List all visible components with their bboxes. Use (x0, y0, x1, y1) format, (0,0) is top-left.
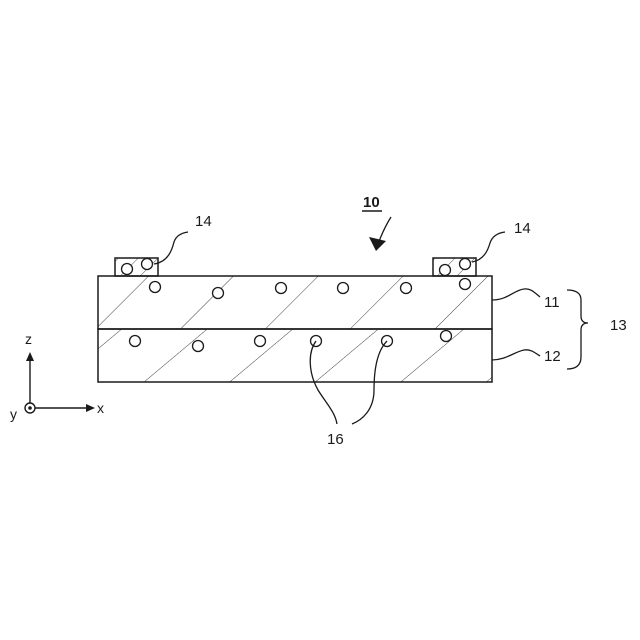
brace-13 (567, 290, 588, 369)
y-axis-dot-icon (28, 406, 32, 410)
particle (338, 283, 349, 294)
particle (460, 279, 471, 290)
label-11: 11 (544, 294, 560, 311)
particle (122, 264, 133, 275)
coordinate-axes: z x y (10, 331, 104, 422)
leader-12 (492, 350, 540, 360)
z-axis-label: z (25, 331, 32, 347)
particle (193, 341, 204, 352)
leader-14-left (154, 232, 188, 264)
label-12: 12 (544, 348, 561, 365)
particle (213, 288, 224, 299)
x-axis-arrowhead (86, 404, 95, 412)
particle (441, 331, 452, 342)
label-14-left: 14 (195, 213, 212, 230)
label-14-right: 14 (514, 220, 531, 237)
y-axis-label: y (10, 406, 17, 422)
label-16: 16 (327, 431, 344, 448)
particle (401, 283, 412, 294)
particle (130, 336, 141, 347)
main-reference: 10 (362, 194, 391, 251)
particle (460, 259, 471, 270)
leader-11 (492, 289, 540, 300)
particle (276, 283, 287, 294)
main-ref-arrowhead (369, 237, 386, 251)
particle (440, 265, 451, 276)
z-axis-arrowhead (26, 352, 34, 361)
leader-14-right (472, 232, 505, 262)
layer-12 (98, 329, 492, 382)
particle (150, 282, 161, 293)
particle (142, 259, 153, 270)
main-ref-label: 10 (363, 194, 380, 211)
label-13: 13 (610, 317, 627, 334)
particle (255, 336, 266, 347)
x-axis-label: x (97, 400, 104, 416)
